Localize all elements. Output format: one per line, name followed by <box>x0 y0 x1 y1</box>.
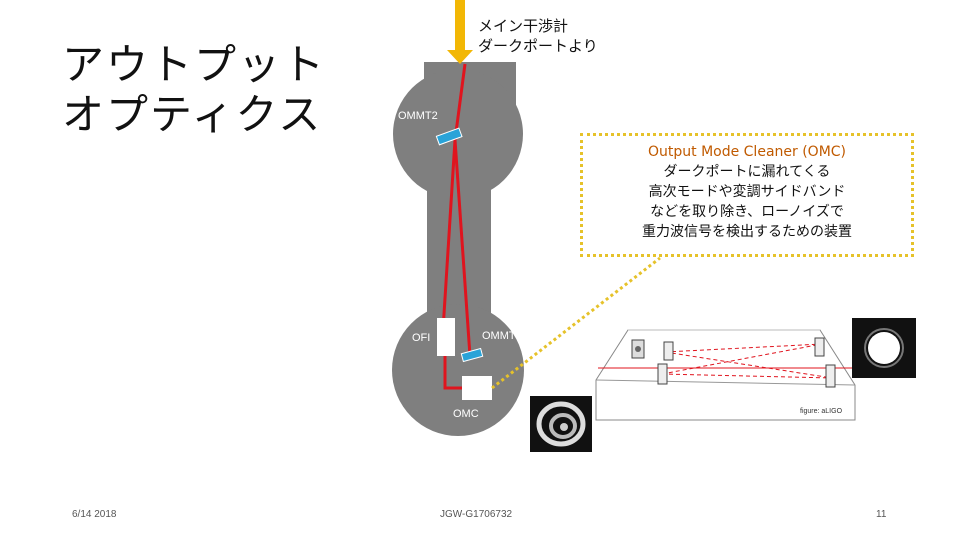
title-line-1: アウトプット <box>62 40 327 89</box>
callout-line-2: 高次モードや変調サイドバンド <box>648 184 846 200</box>
source-line-1: メイン干渉計 <box>478 17 569 35</box>
ofi-box <box>437 318 455 356</box>
footer-doc-id: JGW-G1706732 <box>440 509 513 520</box>
omc-label: OMC <box>453 408 479 420</box>
beam-path <box>441 63 472 390</box>
callout-line-3: などを取り除き、ローノイズで <box>650 204 844 220</box>
source-line-2: ダークポートより <box>478 37 598 55</box>
slide-title: アウトプット オプティクス <box>62 40 326 140</box>
ommt1-mirror <box>460 347 484 363</box>
omc-breadboard-illustration <box>595 329 858 421</box>
incoming-beam-arrow <box>447 0 473 64</box>
omc-box <box>462 376 492 400</box>
ommt2-label: OMMT2 <box>398 110 438 122</box>
callout-title: Output Mode Cleaner (OMC) <box>647 144 847 160</box>
source-label: メイン干渉計 ダークポートより <box>478 16 598 56</box>
footer-page-number: 11 <box>876 509 887 520</box>
ofi-label: OFI <box>412 332 431 344</box>
omc-callout: Output Mode Cleaner (OMC) ダークポートに漏れてくる 高… <box>580 133 914 257</box>
title-line-2: オプティクス <box>62 90 323 139</box>
ommt1-label: OMMT1 <box>482 330 522 342</box>
ommt2-mirror <box>435 127 463 146</box>
footer-date: 6/14 2018 <box>72 509 117 520</box>
beam-profile-multimode <box>530 396 592 452</box>
callout-line-1: ダークポートに漏れてくる <box>663 164 831 180</box>
callout-line-4: 重力波信号を検出するための装置 <box>642 224 852 240</box>
beam-profile-tem00 <box>852 318 916 378</box>
figure-credit: figure: aLIGO <box>800 408 843 415</box>
